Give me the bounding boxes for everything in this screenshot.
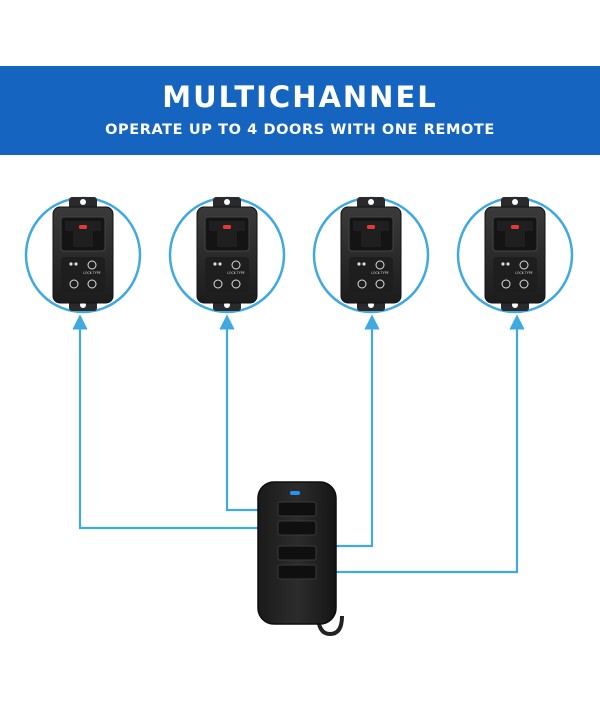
remote-button-1[interactable] — [277, 501, 317, 517]
receiver-control-panel — [61, 257, 105, 293]
receiver-learn-button — [519, 260, 529, 270]
receiver-learn-button — [87, 260, 97, 270]
receiver-led-b — [218, 262, 222, 266]
receiver-control-panel — [349, 257, 393, 293]
receiver-power-button — [519, 279, 529, 289]
receiver-power-button — [231, 279, 241, 289]
connector-line-4 — [316, 314, 525, 574]
receiver-4: LOCK TYPE — [456, 196, 574, 314]
receiver-led-a — [501, 262, 505, 266]
header-banner: MULTICHANNEL OPERATE UP TO 4 DOORS WITH … — [0, 66, 600, 155]
banner-title: MULTICHANNEL — [162, 80, 438, 114]
receiver-led-b — [362, 262, 366, 266]
remote-button-2[interactable] — [277, 520, 317, 536]
receiver-lock-type-label: LOCK TYPE — [83, 271, 100, 275]
banner-subtitle: OPERATE UP TO 4 DOORS WITH ONE REMOTE — [105, 122, 495, 138]
receiver-led-a — [357, 262, 361, 266]
remote-control — [257, 481, 344, 637]
receiver-1: LOCK TYPE — [24, 196, 142, 314]
receiver-control-panel — [205, 257, 249, 293]
receiver-power-button — [87, 279, 97, 289]
receiver-power-button — [375, 279, 385, 289]
receiver-mode-button — [213, 279, 223, 289]
receiver-led-a — [69, 262, 73, 266]
receiver-status-led — [511, 225, 519, 229]
receiver-lock-type-label: LOCK TYPE — [515, 271, 532, 275]
receiver-mode-button — [501, 279, 511, 289]
receiver-led-b — [74, 262, 78, 266]
remote-button-3[interactable] — [277, 545, 317, 561]
receiver-status-led — [223, 225, 231, 229]
remote-indicator-light — [290, 491, 300, 495]
receiver-lock-type-label: LOCK TYPE — [371, 271, 388, 275]
receiver-mode-button — [69, 279, 79, 289]
receiver-3: LOCK TYPE — [312, 196, 430, 314]
receiver-status-led — [79, 225, 87, 229]
receiver-led-a — [213, 262, 217, 266]
receiver-lock-type-label: LOCK TYPE — [227, 271, 244, 275]
receiver-2: LOCK TYPE — [168, 196, 286, 314]
receiver-learn-button — [375, 260, 385, 270]
receiver-status-led — [367, 225, 375, 229]
receiver-control-panel — [493, 257, 537, 293]
receiver-mode-button — [357, 279, 367, 289]
receiver-group: LOCK TYPE LOCK TYPE LOCK TYPE LOCK TYPE — [24, 196, 574, 314]
receiver-learn-button — [231, 260, 241, 270]
remote-button-4[interactable] — [277, 564, 317, 580]
connector-line-2 — [72, 314, 280, 530]
receiver-led-b — [506, 262, 510, 266]
